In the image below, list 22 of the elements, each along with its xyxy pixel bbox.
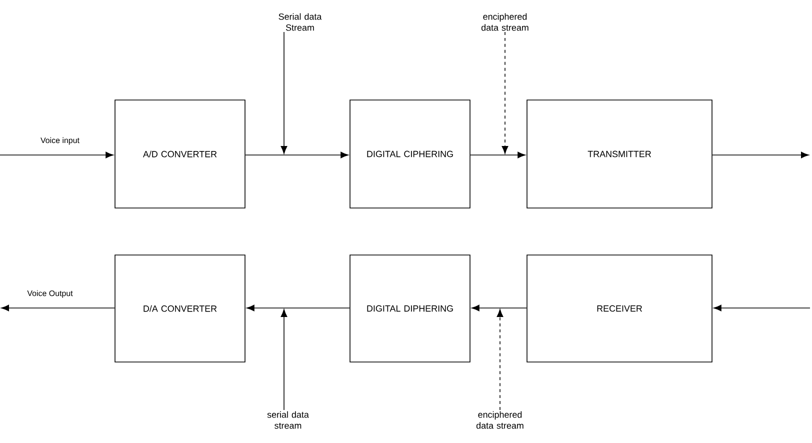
arrow bbox=[470, 152, 526, 158]
stream-label: enciphered data stream bbox=[476, 411, 524, 429]
stream-label: enciphered data stream bbox=[481, 13, 528, 31]
arrow bbox=[714, 304, 810, 312]
leader-arrow bbox=[496, 309, 504, 410]
deciphering-box: DIGITAL DIPHERING bbox=[350, 254, 470, 362]
receiver-box: RECEIVER bbox=[526, 254, 712, 362]
transmitter-box: TRANSMITTER bbox=[526, 100, 712, 208]
arrow bbox=[712, 152, 809, 158]
ciphering-box: DIGITAL CIPHERING bbox=[350, 100, 470, 208]
leader-arrow bbox=[280, 32, 288, 154]
stream-label: serial data stream bbox=[267, 411, 309, 429]
converter-box: D/A CONVERTER bbox=[114, 254, 246, 362]
arrow bbox=[246, 304, 350, 312]
converter-box: A/D CONVERTER bbox=[114, 100, 246, 208]
arrow bbox=[1, 304, 115, 312]
leader-arrow bbox=[502, 32, 508, 154]
leader-arrow bbox=[280, 309, 288, 410]
arrow bbox=[0, 152, 114, 158]
arrow bbox=[245, 152, 348, 158]
arrow bbox=[472, 304, 527, 312]
stream-label: Serial data Stream bbox=[278, 13, 322, 31]
